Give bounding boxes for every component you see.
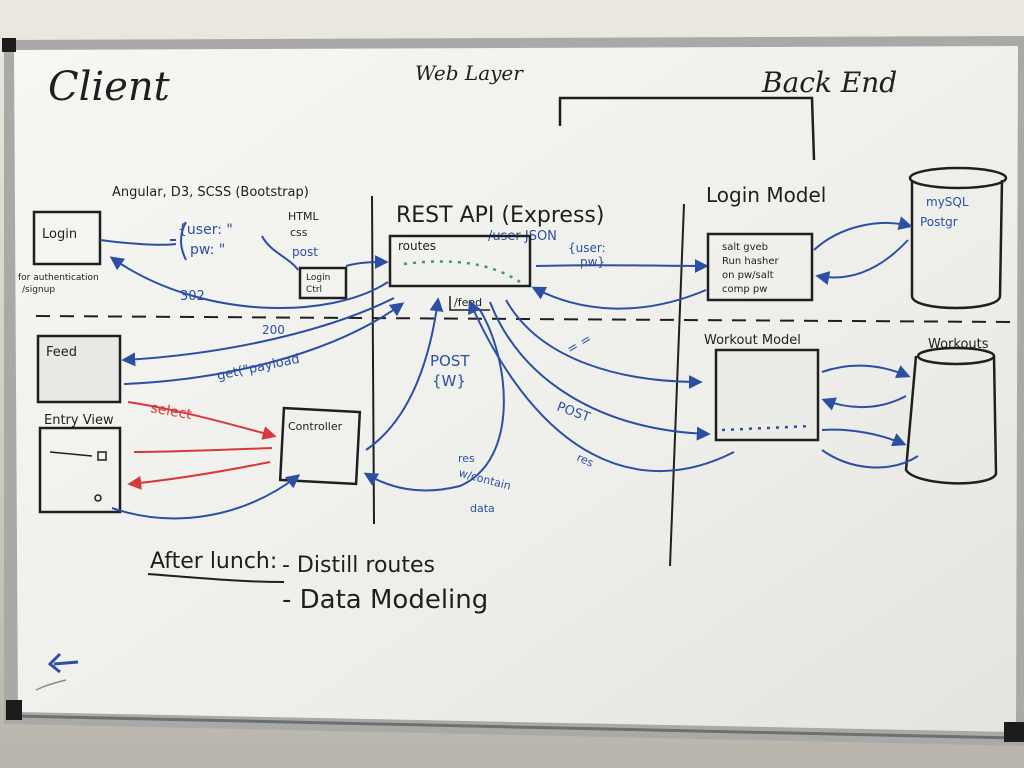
login-note-auth: for authentication: [18, 273, 99, 283]
frame-corner-bl: [6, 700, 22, 720]
ctrl-to-routes-arrow: [345, 255, 389, 270]
feed-get-payload-arrow: [123, 302, 405, 385]
routes-302-to-login-arrow: [109, 256, 389, 310]
entry-to-controller-arrow: [111, 474, 301, 520]
mysql-label: mySQL: [926, 195, 969, 209]
workouts-label: Workouts: [928, 337, 989, 352]
user-pw-line1: {user:: [568, 241, 606, 255]
post-w-label2: {W}: [432, 372, 466, 390]
post-w-label1: POST: [430, 352, 470, 370]
login-model-to-mysql-arrow: [813, 216, 913, 251]
red-arrow-return: [133, 447, 273, 453]
workouts-database: [904, 346, 998, 485]
workout-model-blue-dots: [721, 424, 813, 432]
back-end-heading: Back End: [761, 66, 897, 99]
controller-label: Controller: [288, 420, 343, 433]
css-label: css: [290, 226, 308, 239]
corner-smudge: [35, 679, 67, 691]
entry-view-checkbox: [97, 451, 107, 461]
mysql-to-login-model-arrow: [815, 239, 909, 285]
entry-view-field: [49, 451, 93, 457]
workout-model-to-db-arrow2: [821, 428, 907, 447]
login-ctrl-label1: Login: [306, 273, 330, 283]
todo-data-modeling: - Data Modeling: [282, 585, 488, 615]
login-ctrl-label2: Ctrl: [306, 285, 322, 295]
mysql-database: [908, 166, 1008, 310]
login-model-box: [706, 232, 814, 302]
feed-box: [36, 334, 122, 404]
controller-box: [278, 406, 362, 486]
entry-view-dot: [94, 494, 102, 502]
routes-200-to-feed-arrow: [121, 297, 395, 367]
routes-to-workout-model-arrow: [505, 299, 703, 389]
frame-bottom-edge: [13, 714, 1017, 740]
db-to-workout-model-arrow1: [821, 395, 907, 411]
login-model-line3: on pw/salt: [722, 270, 774, 281]
login-model-line2: Run hasher: [722, 256, 780, 267]
user-object-brace: [170, 221, 187, 261]
login-ctrl-box: [298, 266, 348, 300]
client-tech-stack: Angular, D3, SCSS (Bootstrap): [112, 185, 309, 200]
red-arrow-back: [127, 461, 271, 490]
routes-box: [388, 234, 532, 288]
divider-web-backend: [669, 203, 685, 567]
after-lunch-underline: [147, 573, 285, 583]
controller-to-feed-route-arrow: [365, 297, 444, 451]
workouts-cylinder-body: [904, 355, 998, 485]
object-to-ctrl-arrow: [261, 235, 299, 271]
corner-blue-arrow: [47, 652, 79, 674]
user-object-line2: pw: ": [190, 242, 225, 258]
postgres-label: Postgr: [920, 215, 958, 229]
select-label: select: [149, 400, 193, 423]
frame-corner-tl: [2, 38, 16, 52]
login-note-signup: /signup: [22, 285, 55, 295]
login-label: Login: [42, 227, 77, 242]
dashed-separator: [35, 315, 1011, 323]
back-end-bracket: [558, 96, 816, 161]
login-model-to-routes-arrow: [531, 286, 707, 310]
workout-model-heading: Workout Model: [704, 333, 801, 348]
entry-view-label: Entry View: [44, 413, 114, 428]
code-302-label: 302: [180, 289, 205, 304]
routes-to-login-model-arrow: [535, 258, 709, 273]
feed-route-label: /feed: [454, 296, 482, 309]
frame-corner-br: [1004, 722, 1024, 742]
login-to-object-arrow: [99, 239, 177, 246]
workout-model-to-db-arrow1: [821, 364, 911, 379]
res-contain-label3: data: [470, 502, 495, 515]
board-surface: [14, 46, 1018, 732]
login-model-line4: comp pw: [722, 284, 767, 295]
login-model-heading: Login Model: [706, 183, 826, 207]
routes-green-dots: [403, 260, 521, 284]
select-arrow: [127, 401, 277, 440]
workout-model-box: [714, 348, 820, 442]
code-200-label: 200: [262, 323, 285, 337]
mysql-cylinder-top: [908, 166, 1008, 190]
workout-res-to-routes-arrow: [468, 299, 735, 473]
post-label: post: [292, 245, 318, 259]
routes-label: routes: [398, 239, 436, 253]
post-to-workout-arrow: [489, 301, 711, 441]
after-lunch-label: After lunch:: [150, 549, 277, 574]
divider-client-web: [371, 195, 375, 525]
rest-api-label: REST API (Express): [396, 203, 604, 228]
mysql-cylinder-body: [910, 179, 1004, 310]
workouts-cylinder-top: [916, 346, 996, 366]
web-layer-heading: Web Layer: [415, 61, 524, 85]
res-contain-label1: res: [458, 452, 475, 465]
feed-label: Feed: [46, 345, 77, 360]
todo-distill-routes: - Distill routes: [282, 553, 435, 578]
login-model-line1: salt gveb: [722, 242, 768, 253]
entry-view-box: [38, 426, 122, 514]
client-heading: Client: [48, 64, 171, 110]
html-label: HTML: [288, 210, 319, 223]
db-to-workout-model-arrow2: [821, 449, 919, 469]
login-box: [32, 210, 102, 266]
user-object-line1: {user: ": [178, 222, 233, 238]
user-pw-line2: pw}: [580, 255, 605, 269]
